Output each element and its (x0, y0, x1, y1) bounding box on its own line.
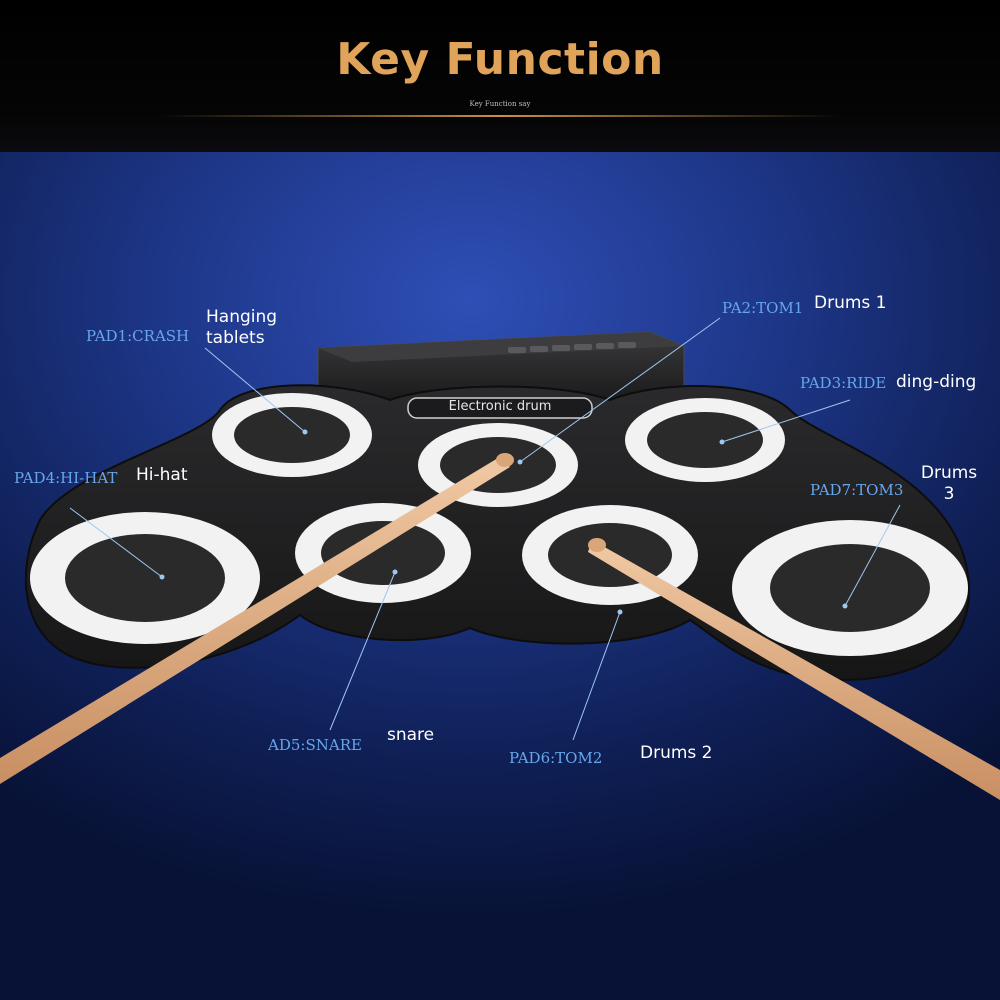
pad7-code-label: PAD7:TOM3 (810, 481, 904, 499)
pad4-code-label: PAD4:HI-HAT (14, 469, 118, 487)
console-button[interactable] (552, 345, 570, 351)
drumstick-left[interactable] (0, 453, 514, 784)
header-banner: Key Function Key Function say (0, 0, 1000, 152)
console-button[interactable] (596, 343, 614, 349)
leader-line-pad4 (69, 507, 163, 578)
header-divider (160, 115, 840, 117)
leader-line-pad3 (721, 399, 851, 443)
pad1-desc-line: tablets (206, 328, 265, 348)
device-label-plate (407, 397, 593, 419)
pad7-tom3[interactable] (732, 520, 968, 656)
pad3-desc-label: ding-ding (896, 372, 977, 392)
pad5-snare[interactable] (295, 503, 471, 603)
pad7-desc-line: Drums (920, 463, 978, 483)
pad1-crash[interactable] (212, 393, 372, 477)
pad7-desc-line: 3 (943, 484, 955, 504)
pad2-code-label: PA2:TOM1 (722, 299, 804, 317)
pad3-ride[interactable] (625, 398, 785, 482)
page-subtitle: Key Function say (469, 100, 531, 108)
pad6-desc-label: Drums 2 (640, 743, 713, 763)
pad1-code-label: PAD1:CRASH (86, 327, 190, 345)
leader-dots (159, 429, 848, 615)
pad1-desc-label: Hanging tablets (206, 307, 277, 349)
pad3-code-label: PAD3:RIDE (800, 374, 887, 392)
device-label: Electronic drum (448, 399, 552, 414)
leader-line-pad6 (572, 611, 621, 741)
console-button[interactable] (574, 344, 592, 350)
leader-line-pad1 (204, 347, 306, 433)
leader-line-pad2 (519, 317, 721, 463)
leader-line-pad7 (844, 504, 901, 607)
pad6-code-label: PAD6:TOM2 (509, 749, 603, 767)
console-buttons (508, 342, 636, 353)
console-button[interactable] (530, 346, 548, 352)
page-title: Key Function (336, 34, 664, 85)
console-button[interactable] (508, 347, 526, 353)
pad2-desc-label: Drums 1 (814, 293, 887, 313)
drumstick-right[interactable] (588, 538, 1000, 800)
pad1-desc-line: Hanging (206, 307, 278, 327)
console-button[interactable] (618, 342, 636, 348)
pad4-hihat[interactable] (30, 512, 260, 644)
leader-lines (69, 317, 901, 741)
pad7-desc-label: Drums 3 (906, 463, 992, 505)
pad4-desc-label: Hi-hat (136, 465, 188, 485)
leader-line-pad5 (329, 571, 396, 731)
pad5-code-label: AD5:SNARE (268, 736, 362, 754)
pad5-desc-label: snare (387, 725, 435, 745)
